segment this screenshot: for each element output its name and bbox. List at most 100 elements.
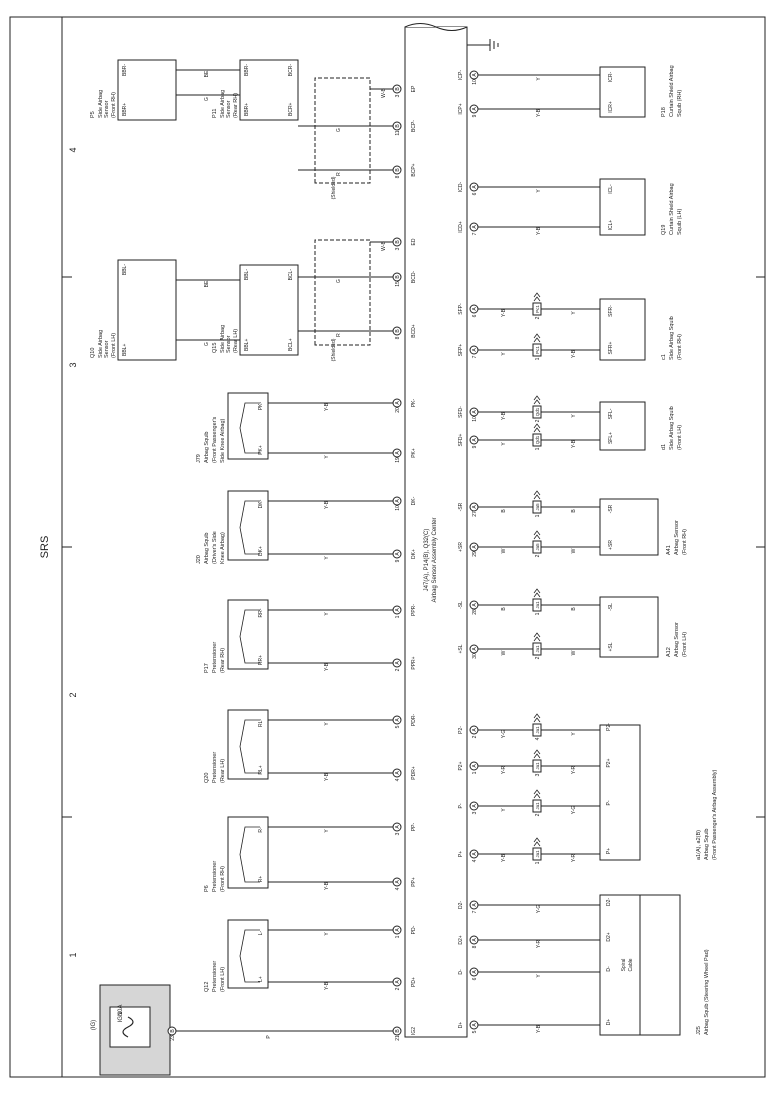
component-name: Curtain Shield Airbag (669, 183, 675, 235)
center-pin-label: -SR (458, 502, 464, 511)
section-number: 3 (68, 362, 78, 367)
inline-connector (532, 302, 542, 316)
wire-color-label: P (266, 1035, 272, 1039)
center-pin-label: D+ (458, 1022, 464, 1029)
pin-number: 3 (535, 773, 541, 776)
pin-label: DK+ (258, 546, 264, 556)
pin-label: RR- (258, 608, 264, 617)
pin-letter: A (395, 552, 401, 556)
pin-label: -SL (608, 603, 614, 611)
pin-letter: A (395, 661, 401, 665)
section-number: 2 (68, 692, 78, 697)
pin-letter: A (395, 771, 401, 775)
knee-airbag-squib-j79 (227, 392, 269, 460)
pin-label: ICL+ (608, 220, 614, 231)
connector-arrow-icon (533, 292, 541, 302)
component-name: Sensor (104, 340, 110, 358)
pin-letter: A (472, 804, 478, 808)
component-name: Airbag Squib (704, 829, 710, 861)
inline-connector-tag: Ja1 (535, 726, 540, 734)
center-pin-label: PK+ (411, 448, 417, 458)
component-code: a1(A), a2(B) (696, 830, 702, 860)
wire-color-label: Y (324, 722, 330, 726)
pin-letter: B (395, 168, 401, 172)
side-airbag-sensor-p5 (117, 59, 177, 121)
pin-label: BCL+ (288, 338, 294, 351)
squib-element-icon (239, 826, 260, 883)
component-location: (Rear RH) (233, 93, 239, 118)
wire-color-label: W (571, 650, 577, 655)
pin-letter: A (395, 499, 401, 503)
center-pin-label: SFD+ (458, 433, 464, 446)
component-code: Q15 (212, 343, 218, 353)
center-pin-label: PD+ (411, 977, 417, 987)
inline-connector-tag: Ja1 (535, 850, 540, 858)
connector-arrow-icon (533, 789, 541, 799)
pin-label: BCR+ (288, 102, 294, 116)
component-name: Airbag Squib (204, 533, 210, 565)
pin-number: 1 (535, 612, 541, 615)
connector-arrow-icon (533, 423, 541, 433)
wire-color-label: BE (204, 70, 210, 77)
pin-number: 1 (395, 615, 401, 618)
inline-connector (532, 642, 542, 656)
pin-letter: A (472, 545, 478, 549)
center-pin-label: ICP- (458, 70, 464, 80)
pin-letter: A (395, 608, 401, 612)
inline-connector-tag: Ja1 (535, 762, 540, 770)
component-code: P5 (90, 111, 96, 118)
connector-arrow-icon (533, 333, 541, 343)
pin-letter: B (395, 87, 401, 91)
pin-number: 1 (535, 861, 541, 864)
pin-number: 9 (472, 114, 478, 117)
pin-label: ICR+ (608, 101, 614, 113)
component-name: Pretensioner (212, 642, 218, 673)
component-location: (Driver's Side (212, 531, 218, 564)
passenger-airbag-squib (599, 724, 641, 861)
pin-letter: A (472, 764, 478, 768)
squib-element-icon (239, 500, 260, 555)
pin-label: RL+ (258, 765, 264, 774)
wire-color-label: Y-R (536, 940, 542, 949)
center-pin-label: P+ (458, 851, 464, 857)
wire-color-label: Y-R (571, 766, 577, 775)
pin-letter: B (395, 329, 401, 333)
spiral-label: Spiral (621, 959, 627, 972)
wire-color-label: Y-B (324, 772, 330, 781)
component-name: Pretensioner (212, 752, 218, 783)
pin-letter: B (395, 124, 401, 128)
inline-connector-ja1 (532, 759, 542, 773)
squib-element-icon (239, 609, 260, 664)
pin-letter: B (170, 1029, 176, 1033)
wire-color-label: Y (324, 556, 330, 560)
wire-color-label: Y (571, 732, 577, 736)
pin-number: 7 (472, 232, 478, 235)
pin-number: 4 (535, 737, 541, 740)
pin-label: PK+ (258, 445, 264, 455)
component-code: J25 (696, 1026, 702, 1035)
pin-number: 8 (472, 945, 478, 948)
wire-color-label: Y-G (536, 905, 542, 914)
component-location: (Front LH) (682, 632, 688, 657)
fuse-outline (109, 1006, 151, 1048)
pin-label: D2+ (606, 932, 612, 941)
pretensioner-q20 (227, 709, 269, 780)
component-name: Curtain Shield Airbag (669, 65, 675, 117)
wire-color-label: Y-G (501, 730, 507, 739)
pin-letter: A (472, 938, 478, 942)
pin-label: BCL- (288, 269, 294, 281)
wire-color-label: Y-R (501, 766, 507, 775)
spiral-label: Cable (628, 958, 634, 971)
wire-color-label: Y (571, 414, 577, 418)
wire-color-label: W (571, 548, 577, 553)
wire-color-label: Y-R (571, 854, 577, 863)
pin-label: +SL (608, 642, 614, 651)
component-name: Airbag Sensor (674, 622, 680, 657)
pin-number: 29 (472, 551, 478, 557)
pin-number: 27 (472, 511, 478, 517)
component-code: P18 (661, 107, 667, 117)
side-airbag-sensor-q10 (117, 259, 177, 361)
connector-arrow-icon (533, 395, 541, 405)
component-name: Side Airbag Squib (669, 316, 675, 360)
connector-arrow-icon (533, 490, 541, 500)
